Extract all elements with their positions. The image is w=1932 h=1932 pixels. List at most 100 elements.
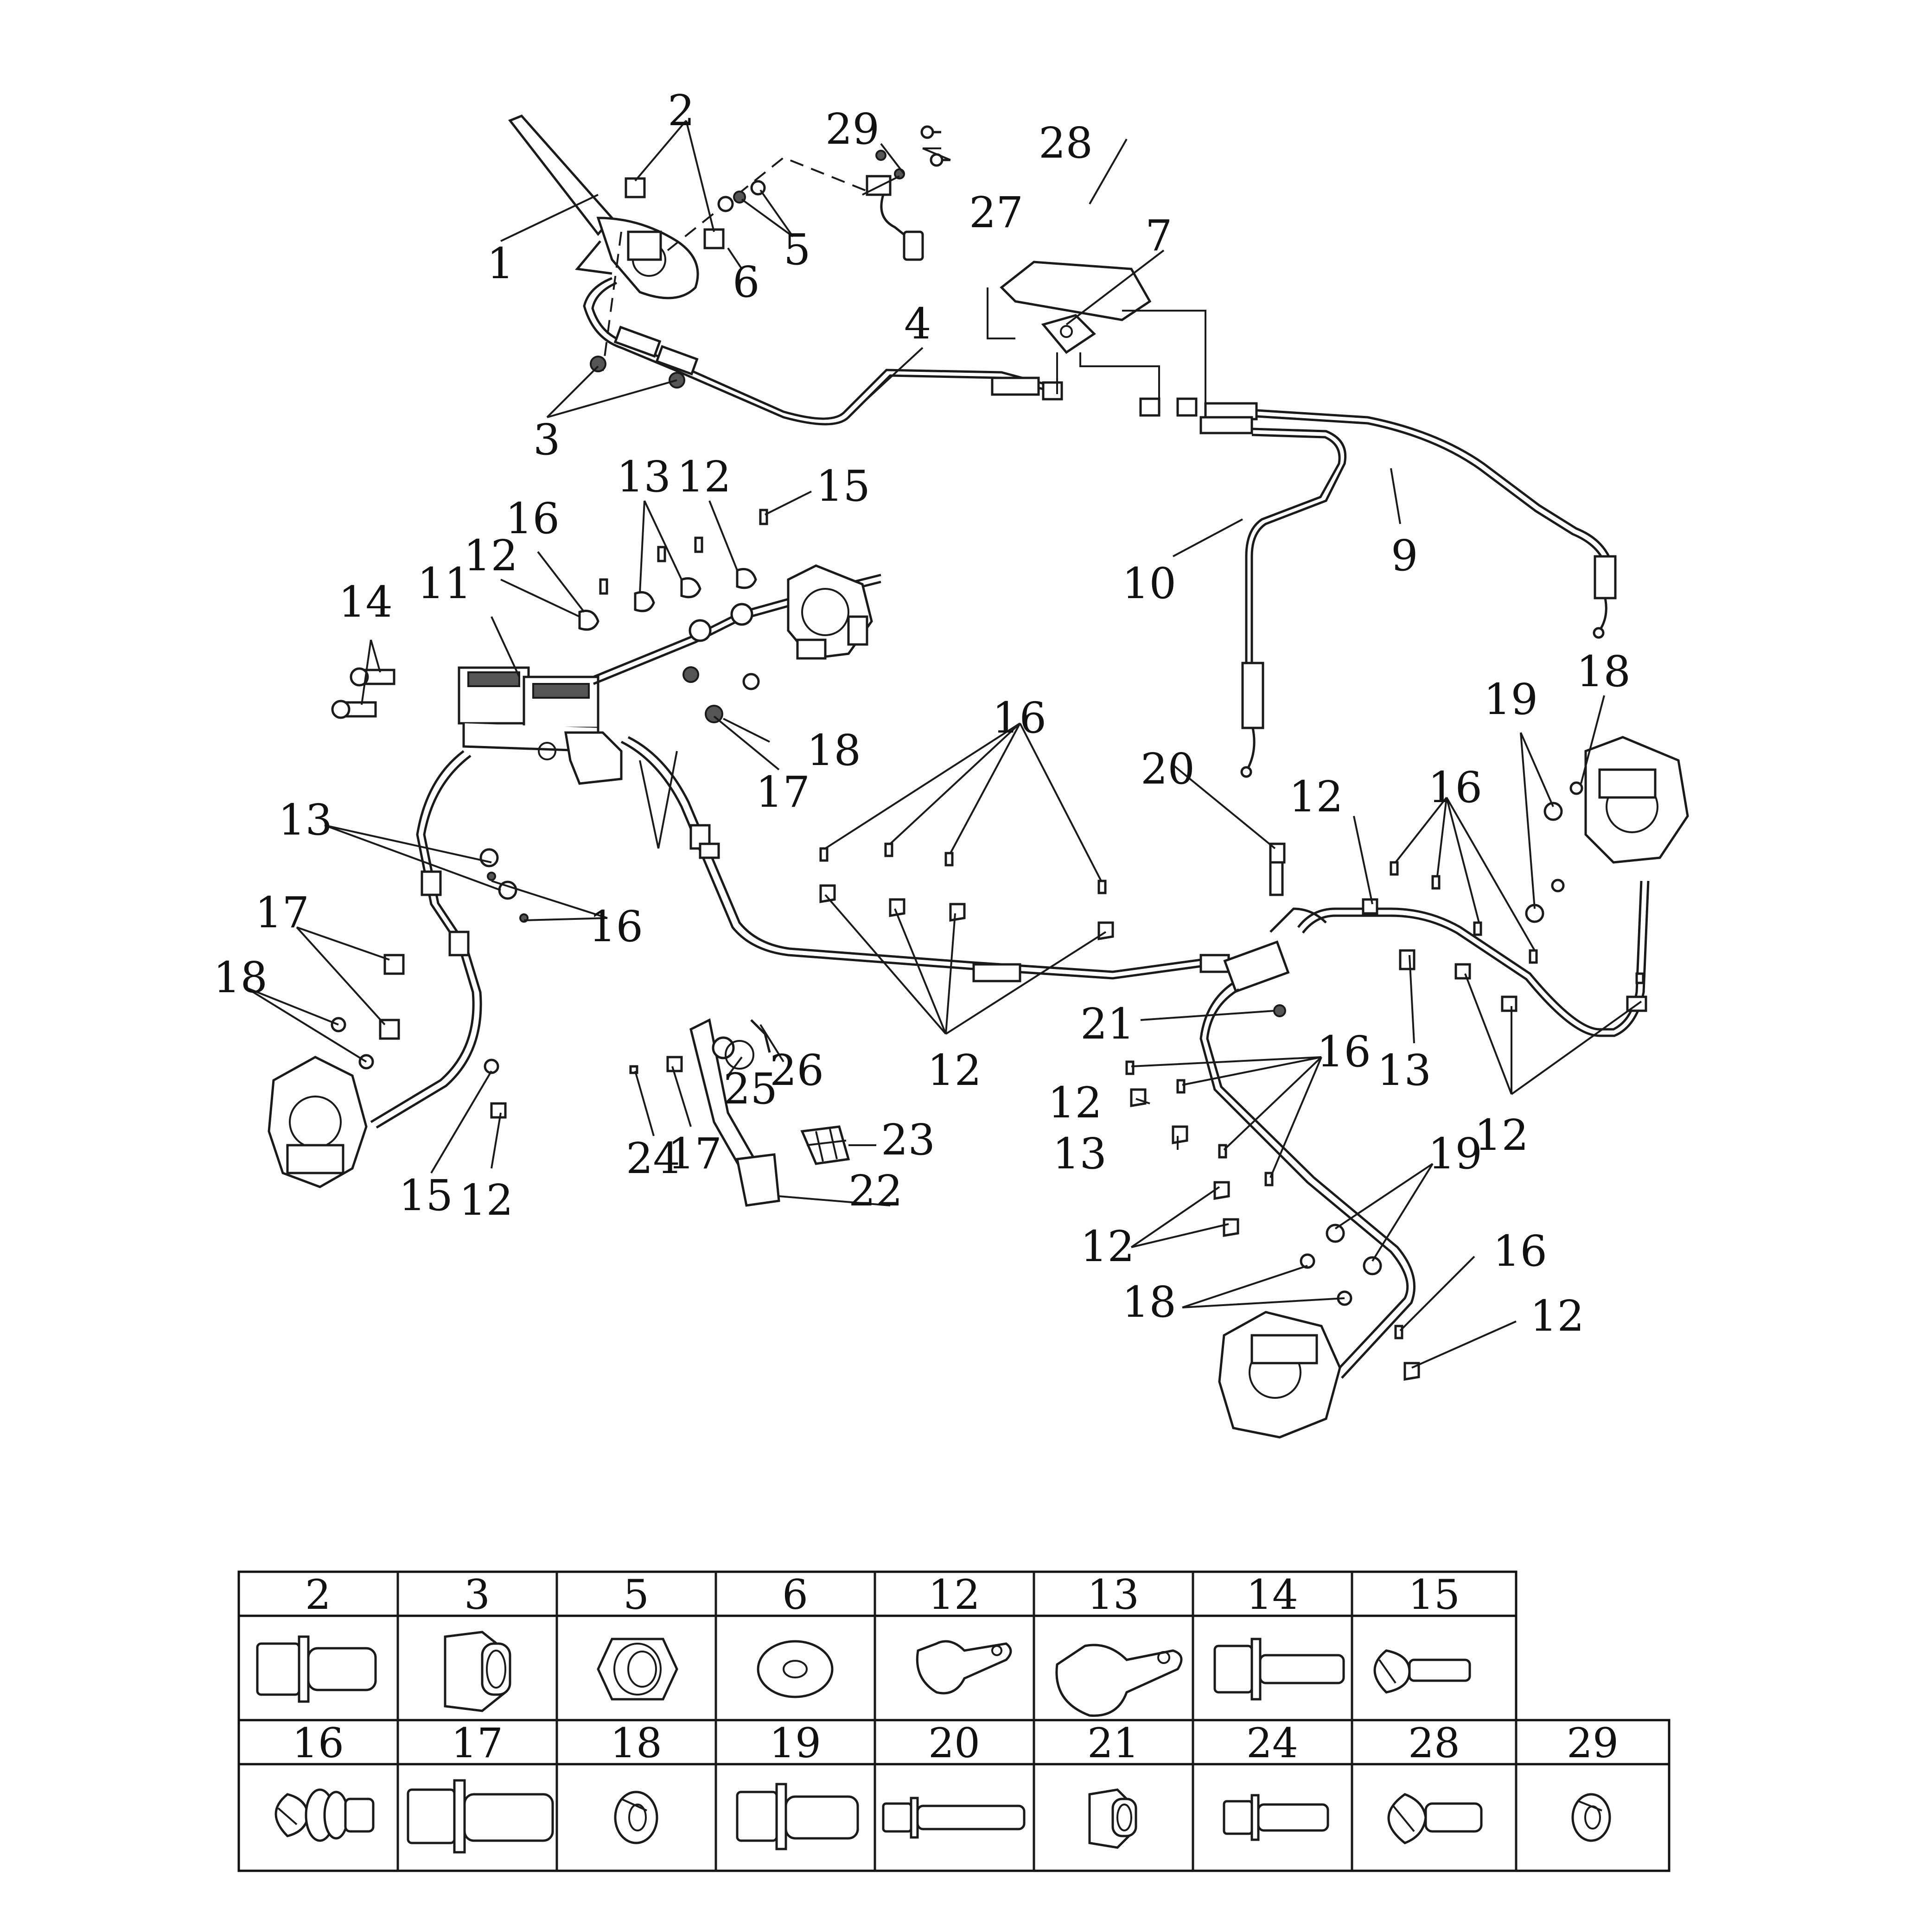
left-brake-caliper xyxy=(268,1056,368,1188)
callout-28: 28 xyxy=(1039,118,1093,168)
callout-13-c: 13 xyxy=(1377,1046,1431,1095)
callout-25: 25 xyxy=(723,1064,778,1114)
right-front-caliper xyxy=(1218,1311,1341,1439)
legend-header-19: 19 xyxy=(769,1719,821,1767)
legend-header-3: 3 xyxy=(464,1571,490,1619)
callout-14: 14 xyxy=(338,577,393,627)
callout-12-f: 12 xyxy=(1048,1078,1102,1128)
callout-13-b: 13 xyxy=(278,795,332,845)
flange-bolt-long-icon xyxy=(407,1779,554,1854)
legend-header-12: 12 xyxy=(928,1571,980,1619)
callout-19-a: 19 xyxy=(1484,675,1538,724)
callout-13-a: 13 xyxy=(617,452,671,502)
spring-washer-icon xyxy=(614,1791,658,1844)
leader-lines xyxy=(245,120,1642,1369)
callout-5: 5 xyxy=(784,225,811,274)
callout-12-c: 12 xyxy=(459,1175,513,1225)
callout-6: 6 xyxy=(733,257,760,307)
legend-header-28: 28 xyxy=(1408,1719,1460,1767)
callout-11: 11 xyxy=(417,559,472,608)
legend-header-6: 6 xyxy=(782,1571,808,1619)
legend-header-18: 18 xyxy=(610,1719,662,1767)
callout-7: 7 xyxy=(1145,211,1173,261)
callout-15-b: 15 xyxy=(399,1171,453,1220)
callout-16-f: 16 xyxy=(1493,1226,1547,1276)
brake-cable-4 xyxy=(583,277,1063,426)
callout-29: 29 xyxy=(825,104,880,154)
right-side-small-parts xyxy=(1125,781,1647,1381)
p-clip-large-icon xyxy=(1055,1644,1183,1717)
callout-21: 21 xyxy=(1080,999,1135,1049)
callout-24: 24 xyxy=(626,1134,680,1183)
callout-16-a: 16 xyxy=(505,494,560,543)
legend-header-5: 5 xyxy=(623,1571,649,1619)
callout-16-d: 16 xyxy=(1428,763,1482,812)
callout-12-i: 12 xyxy=(1530,1291,1584,1341)
hand-brake-lever xyxy=(508,115,699,300)
flange-bolt-long-icon xyxy=(1213,1638,1345,1701)
upper-brake-caliper xyxy=(787,564,873,660)
callout-27: 27 xyxy=(969,188,1023,237)
legend-header-2: 2 xyxy=(305,1571,331,1619)
callout-16-c: 16 xyxy=(992,693,1046,743)
legend-header-24: 24 xyxy=(1246,1719,1298,1767)
callout-10: 10 xyxy=(1122,559,1176,608)
spring-washer-icon xyxy=(1571,1793,1611,1842)
hex-nut-icon xyxy=(597,1638,678,1701)
callout-3: 3 xyxy=(533,415,561,465)
flange-bolt-icon xyxy=(1223,1794,1329,1841)
flange-bolt-icon xyxy=(256,1635,377,1703)
flat-washer-icon xyxy=(757,1640,834,1698)
callout-16-b: 16 xyxy=(589,902,643,951)
legend-header-20: 20 xyxy=(928,1719,980,1767)
callout-23: 23 xyxy=(881,1115,935,1165)
callout-20: 20 xyxy=(1141,744,1195,794)
screw-washer-assembly-icon xyxy=(274,1788,375,1842)
nut-3-a xyxy=(590,356,606,372)
callout-9: 9 xyxy=(1391,531,1418,580)
callout-13-d: 13 xyxy=(1052,1129,1107,1179)
callout-18-c: 18 xyxy=(1576,647,1631,696)
callout-18-d: 18 xyxy=(1122,1277,1176,1327)
p-clip-small-icon xyxy=(916,1640,1012,1695)
upper-clips xyxy=(578,509,768,631)
flange-nut-icon xyxy=(444,1631,511,1712)
callout-16-e: 16 xyxy=(1317,1027,1371,1077)
legend-header-21: 21 xyxy=(1087,1719,1139,1767)
callout-12-h: 12 xyxy=(1474,1110,1529,1160)
bracket-7 xyxy=(987,261,1206,403)
callout-2: 2 xyxy=(668,86,695,135)
legend-header-13: 13 xyxy=(1087,1571,1139,1619)
callout-17-b: 17 xyxy=(255,888,309,937)
flange-nut-icon xyxy=(1088,1788,1137,1849)
pan-head-screw-icon xyxy=(1373,1649,1471,1694)
round-head-screw-icon xyxy=(1387,1793,1483,1844)
fastener-legend-table: 2 3 5 6 12 13 14 15 16 17 18 19 20 21 24… xyxy=(237,1570,1671,1872)
legend-header-15: 15 xyxy=(1408,1571,1460,1619)
right-rear-caliper xyxy=(1584,736,1689,864)
callout-19-b: 19 xyxy=(1428,1129,1482,1179)
bolts-14 xyxy=(331,667,395,719)
callout-4: 4 xyxy=(904,299,931,349)
callout-26: 26 xyxy=(770,1046,824,1095)
callout-12-g: 12 xyxy=(1080,1222,1135,1271)
brake-pedal-22 xyxy=(689,1018,780,1207)
callout-12-e: 12 xyxy=(1289,772,1343,822)
legend-header-17: 17 xyxy=(451,1719,503,1767)
brake-cables-9-10 xyxy=(1139,397,1617,778)
callout-12-a: 12 xyxy=(677,452,731,502)
callout-17-c: 17 xyxy=(668,1129,722,1179)
callout-18-b: 18 xyxy=(213,953,268,1002)
callout-12-b: 12 xyxy=(464,531,518,580)
callout-labels: 1 2 3 4 5 6 7 9 10 11 12 12 12 12 12 12 … xyxy=(213,86,1631,1341)
callout-15-a: 15 xyxy=(816,461,870,511)
callout-12-d: 12 xyxy=(927,1046,982,1095)
callout-17-a: 17 xyxy=(756,767,810,817)
callout-18-a: 18 xyxy=(807,726,861,775)
flange-bolt-icon xyxy=(736,1783,859,1850)
callout-1: 1 xyxy=(487,239,514,288)
center-clips-bolts xyxy=(819,842,1114,940)
legend-header-16: 16 xyxy=(292,1719,344,1767)
legend-header-14: 14 xyxy=(1246,1571,1298,1619)
